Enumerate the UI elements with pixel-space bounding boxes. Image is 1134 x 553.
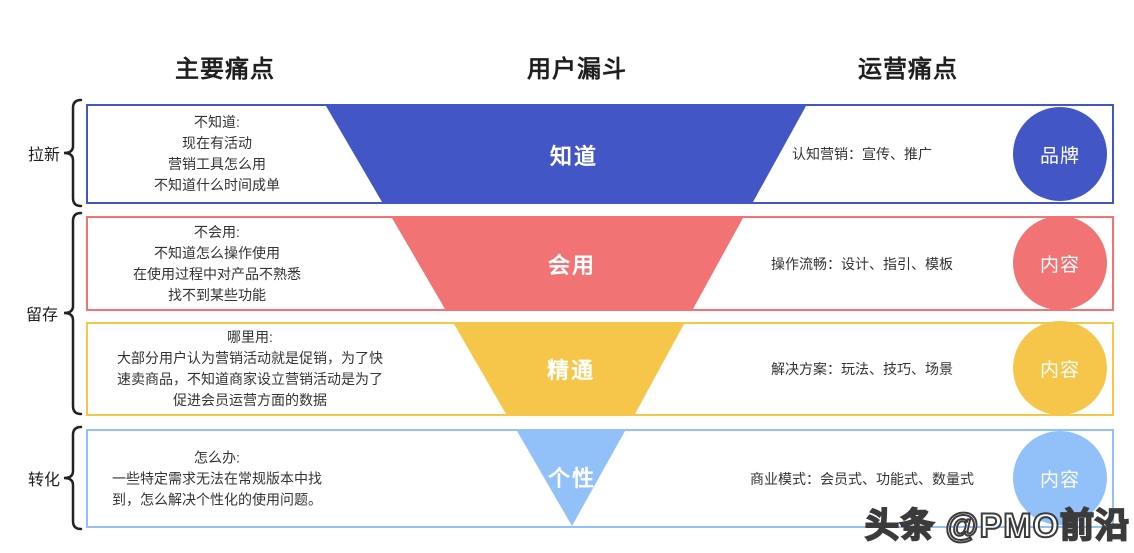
- badge-content-1: 内容: [1013, 216, 1107, 310]
- ops-text-can-use: 操作流畅：设计、指引、模板: [771, 255, 953, 272]
- header-main-pain: 主要痛点: [175, 56, 275, 83]
- bracket-acquisition: [63, 98, 83, 208]
- funnel-band-personal: [517, 431, 625, 526]
- header-ops-pain: 运营痛点: [858, 56, 958, 83]
- badge-content-2: 内容: [1013, 321, 1107, 415]
- ops-text-master: 解决方案：玩法、技巧、场景: [771, 361, 953, 377]
- stage-label-acquisition: 拉新: [27, 147, 60, 164]
- stage-label-retention: 留存: [25, 307, 58, 324]
- ops-text-know: 认知营销：宣传、推广: [792, 146, 932, 162]
- badge-brand-label: 品牌: [1039, 145, 1080, 167]
- header-user-funnel: 用户漏斗: [527, 56, 627, 83]
- badge-content-1-label: 内容: [1039, 254, 1080, 276]
- pain-points-master: 哪里用: 大部分用户认为营销活动就是促销，为了快 速卖商品，不知道商家设立营销活…: [117, 329, 383, 408]
- bracket-conversion: [63, 425, 83, 531]
- funnel-label-master: 精通: [546, 358, 596, 383]
- bracket-retention: [63, 211, 83, 416]
- badge-brand: 品牌: [1013, 107, 1107, 201]
- funnel-band-master: [454, 324, 684, 414]
- funnel-band-can-use: [392, 218, 743, 309]
- pain-points-personal: 怎么办: 一些特定需求无法在常规版本中找 到，怎么解决个性化的使用问题。: [112, 449, 322, 507]
- pain-points-know: 不知道: 现在有活动 营销工具怎么用 不知道什么时间成单: [154, 114, 280, 193]
- funnel-label-personal: 个性: [547, 466, 597, 491]
- badge-content-2-label: 内容: [1039, 359, 1080, 381]
- stage-label-conversion: 转化: [27, 472, 60, 489]
- badge-content-3: 内容: [1013, 431, 1107, 525]
- funnel-band-know: [326, 106, 806, 202]
- funnel-label-can-use: 会用: [547, 253, 597, 278]
- badge-content-3-label: 内容: [1039, 469, 1080, 491]
- watermark: 头条 @PMO前沿: [864, 506, 1130, 546]
- ops-text-personal: 商业模式：会员式、功能式、数量式: [750, 470, 974, 487]
- funnel-label-know: 知道: [549, 144, 599, 169]
- pain-points-can-use: 不会用: 不知道怎么操作使用 在使用过程中对产品不熟悉 找不到某些功能: [133, 223, 301, 303]
